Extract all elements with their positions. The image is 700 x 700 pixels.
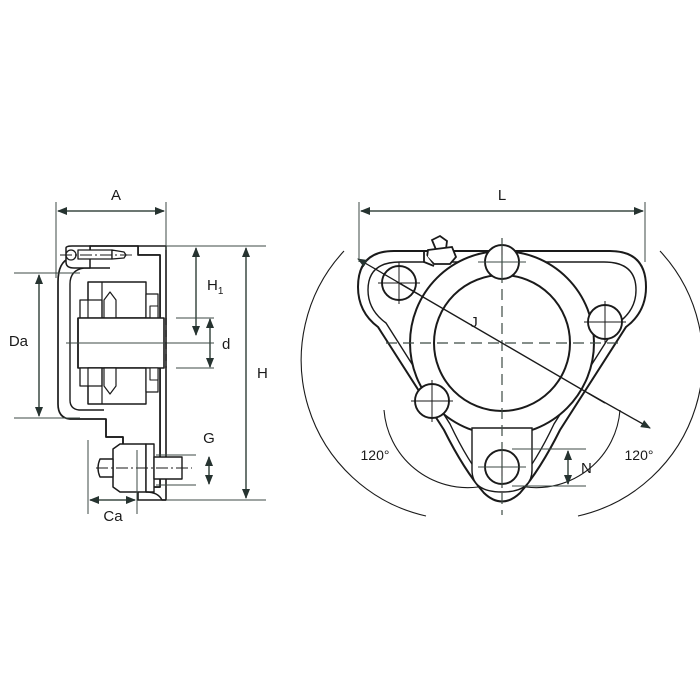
retainer-lip-top	[149, 305, 159, 319]
dimension-label-d: d	[222, 336, 230, 353]
center-mark-icon	[386, 238, 618, 515]
dimension-Ca: Ca	[89, 496, 136, 525]
dimension-label-G: G	[203, 430, 215, 447]
dimension-L: L	[358, 187, 646, 262]
dimension-A: A	[57, 187, 165, 215]
ball-element-bottom	[103, 367, 117, 395]
hex-bolt-icon	[96, 443, 192, 501]
front-face-view: J 120° 120°	[300, 234, 700, 517]
grease-nipple-icon	[423, 234, 458, 267]
bearing-seal-top	[79, 299, 103, 319]
dimension-label-H1: H1	[207, 277, 224, 297]
dimension-d: d	[206, 318, 230, 368]
race-divider-bottom	[87, 368, 103, 404]
construction-arcs	[300, 250, 700, 517]
dimension-label-Ca: Ca	[103, 508, 123, 525]
angle-label-left: 120°	[361, 447, 390, 463]
ball-element-top	[103, 291, 117, 319]
dimension-label-J: J	[470, 314, 478, 331]
dimension-Da: Da	[9, 274, 43, 417]
grease-nipple-icon	[60, 245, 134, 269]
dimension-label-Da: Da	[9, 333, 29, 350]
angle-label-right: 120°	[625, 447, 654, 463]
dimension-label-A: A	[111, 187, 121, 204]
retainer-lip-bottom	[149, 367, 159, 381]
dimension-H1: H1	[192, 247, 224, 336]
dimension-H: H	[242, 247, 268, 499]
dimension-label-N: N	[581, 460, 592, 477]
dimension-label-H: H	[257, 365, 268, 382]
dimension-label-L: L	[498, 187, 506, 204]
race-divider-top	[87, 282, 103, 318]
dimension-N: N	[512, 448, 592, 487]
bolt-center-marks	[478, 261, 526, 468]
dimension-G: G	[203, 430, 215, 485]
dimension-J: J	[357, 258, 651, 429]
housing-inner-wall	[69, 284, 104, 411]
side-section-view	[57, 245, 214, 501]
bearing-seal-bottom	[79, 367, 103, 387]
side-view-witness-lines	[14, 202, 266, 514]
